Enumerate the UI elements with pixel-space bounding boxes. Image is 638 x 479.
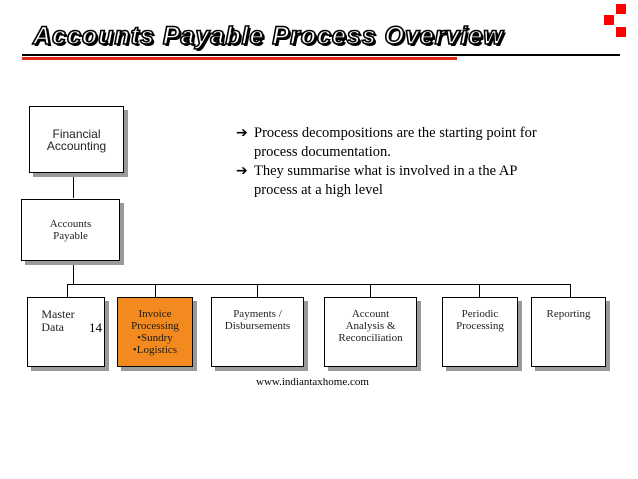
connector-drop-periodic (479, 284, 480, 297)
bullet-list: ➔ Process decompositions are the starting… (236, 124, 556, 200)
title-rule-red (22, 57, 457, 60)
node-label: Periodic Processing (456, 308, 504, 332)
bullet-item: ➔ Process decompositions are the starting… (236, 124, 556, 162)
title-rule-black (22, 54, 620, 56)
decor-square-3 (616, 27, 626, 37)
node-accounts-payable: Accounts Payable (21, 199, 120, 261)
node-label: Payments / Disbursements (224, 308, 291, 332)
decor-square-1 (604, 15, 614, 25)
arrow-right-icon: ➔ (236, 163, 248, 179)
connector-drop-reporting (570, 284, 571, 297)
node-invoice-processing: Invoice Processing •Sundry •Logistics (117, 297, 193, 367)
bullet-text: Process decompositions are the starting … (254, 125, 537, 160)
node-payments-disbursements: Payments / Disbursements (211, 297, 304, 367)
page-number: 14 (89, 320, 102, 335)
node-label: Financial Accounting (46, 126, 107, 153)
connector-drop-invoice (155, 284, 156, 297)
bullet-text: They summarise what is involved in a the… (254, 163, 517, 198)
node-label: Account Analysis & Reconciliation (338, 308, 403, 344)
footer-url: www.indiantaxhome.com (256, 376, 369, 388)
connector-drop-account (370, 284, 371, 297)
connector-fa-ap (73, 173, 74, 198)
node-reporting: Reporting (531, 297, 606, 367)
connector-ap-bus (73, 261, 74, 284)
slide-title: Accounts Payable Process Overview (32, 21, 504, 51)
connector-drop-payments (257, 284, 258, 297)
node-periodic-processing: Periodic Processing (442, 297, 518, 367)
node-label: Invoice Processing •Sundry •Logistics (131, 308, 179, 356)
decor-square-2 (616, 4, 626, 14)
bullet-item: ➔ They summarise what is involved in a th… (236, 162, 556, 200)
node-label: Accounts Payable (49, 218, 92, 242)
node-master-data: Master Data (27, 297, 105, 367)
node-label: Reporting (546, 308, 591, 320)
connector-drop-master (67, 284, 68, 297)
connector-bus (67, 284, 571, 285)
arrow-right-icon: ➔ (236, 125, 248, 141)
node-financial-accounting: Financial Accounting (29, 106, 124, 173)
node-label: Master Data (41, 307, 75, 334)
node-account-analysis: Account Analysis & Reconciliation (324, 297, 417, 367)
